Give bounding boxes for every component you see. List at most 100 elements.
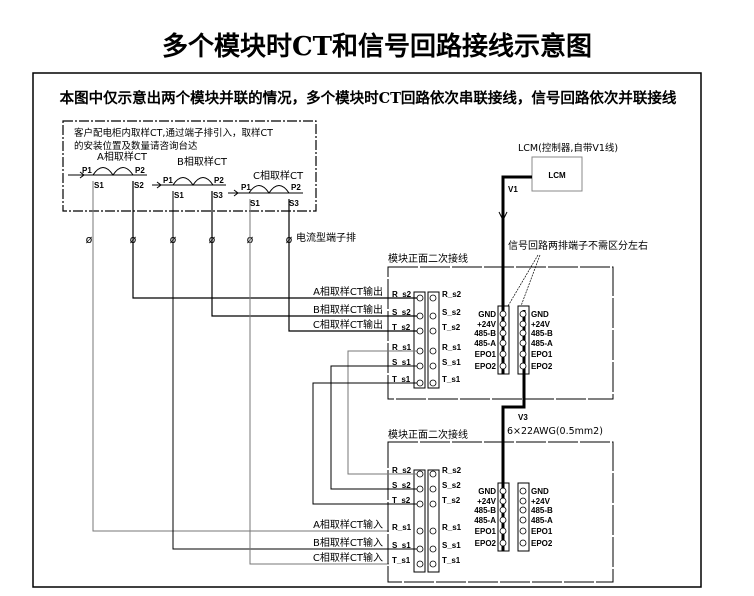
ct-terminal-label-left: R_s1 <box>392 523 412 532</box>
terminal-block-label: 电流型端子排 <box>296 231 356 244</box>
signal-terminal-label-right: EPO1 <box>531 527 553 536</box>
terminal-screw-icon <box>499 350 507 358</box>
signal-terminal-label-left: EPO2 <box>475 362 497 371</box>
ct-terminal-label-left: R_s1 <box>392 343 412 352</box>
ct-a-p2: P2 <box>135 166 145 175</box>
terminal-screw-icon <box>429 347 437 355</box>
ct-a-p1: P1 <box>82 166 92 175</box>
terminal-screw-icon <box>499 539 507 547</box>
module2-ct-label-a: A相取样CT输入 <box>313 518 383 531</box>
current-terminal-block: ø ø ø ø ø ø 电流型端子排 <box>86 231 356 246</box>
module2-ct-label-c: C相取样CT输入 <box>313 551 383 564</box>
signal-terminal-label-left: 485-A <box>474 339 496 348</box>
terminal-screw-icon <box>416 527 424 535</box>
terminal-screw-icon <box>416 470 424 478</box>
terminal-screw-icon <box>429 362 437 370</box>
terminal-screw-icon <box>519 516 527 524</box>
terminal-screw-icon <box>499 487 507 495</box>
signal-terminal-label-right: EPO2 <box>531 362 553 371</box>
ct-terminal-label-left: T_s2 <box>392 323 411 332</box>
ct-terminal-label-right: R_s1 <box>442 523 462 532</box>
terminal-screw-icon <box>499 320 507 328</box>
ct-terminal-label-right: S_s1 <box>442 541 461 550</box>
ct-terminal-label-right: R_s2 <box>442 466 462 475</box>
terminal-screw-icon <box>416 379 424 387</box>
arrow-icon <box>79 171 85 179</box>
terminal-screw-icon <box>429 500 437 508</box>
terminal-screw-icon <box>499 329 507 337</box>
customer-cabinet-box <box>62 120 317 212</box>
ct-b: B相取样CT P1 P2 S1 S3 <box>152 155 228 200</box>
ct-terminal-label-left: T_s1 <box>392 556 411 565</box>
ct-terminal-label-left: S_s1 <box>392 358 411 367</box>
ct-terminal-label-right: R_s2 <box>442 290 462 299</box>
terminal-screw-icon <box>416 362 424 370</box>
signal-terminal-label-left: EPO2 <box>475 539 497 548</box>
terminal-screw-icon <box>416 485 424 493</box>
terminal-screw-icon <box>429 379 437 387</box>
signal-terminal-label-left: 485-A <box>474 516 496 525</box>
terminal-screw-icon <box>499 310 507 318</box>
ct-c-p2: P2 <box>291 183 301 192</box>
ct-c-s1: S1 <box>250 199 260 208</box>
module1-ct-label-a: A相取样CT输出 <box>313 285 383 298</box>
signal-terminal-label-right: +24V <box>531 497 551 506</box>
terminal-screw-icon <box>499 527 507 535</box>
cabinet-note-line1: 客户配电柜内取样CT,通过端子排引入，取样CT <box>74 127 273 139</box>
lcm-controller: LCM(控制器,自带V1线) LCM V1 <box>508 142 618 194</box>
ct-a-label: A相取样CT <box>97 150 148 163</box>
ct-b-s1: S1 <box>174 191 184 200</box>
v3-label: V3 <box>518 413 528 422</box>
signal-terminal-label-right: GND <box>531 487 549 496</box>
terminal-screw-icon <box>416 545 424 553</box>
ct-coil <box>248 185 290 194</box>
ct-terminal-label-right: S_s1 <box>442 358 461 367</box>
ct-c: C相取样CT P1 P2 S1 S3 <box>228 169 304 208</box>
outer-frame <box>32 72 702 588</box>
terminal-screw-icon <box>429 527 437 535</box>
ct-terminal-label-left: R_s2 <box>392 290 412 299</box>
signal-terminal-label-left: 485-B <box>474 329 496 338</box>
ct-terminal-label-left: S_s1 <box>392 541 411 550</box>
ct-terminal-label-left: T_s2 <box>392 496 411 505</box>
ct-a: A相取样CT P1 P2 S1 S2 <box>68 150 148 190</box>
terminal-screw-icon <box>499 506 507 514</box>
terminal-screw-icon <box>519 539 527 547</box>
terminal-screw-icon <box>519 320 527 328</box>
signal-note: 信号回路两排端子不需区分左右 <box>508 239 648 252</box>
terminal-screw-icon <box>519 487 527 495</box>
terminal-screw-icon <box>499 362 507 370</box>
terminal-screw-icon <box>429 545 437 553</box>
subtitle: 本图中仅示意出两个模块并联的情况，多个模块时CT回路依次串联接线，信号回路依次并… <box>60 89 677 107</box>
signal-terminal-label-left: EPO1 <box>475 527 497 536</box>
terminal-screw-icon <box>519 362 527 370</box>
signal-terminal-label-right: +24V <box>531 320 551 329</box>
signal-terminal-label-right: 485-A <box>531 516 553 525</box>
page-title: 多个模块时CT和信号回路接线示意图 <box>162 31 592 62</box>
terminal-screw-icon <box>499 516 507 524</box>
ct-c-s2: S3 <box>289 199 299 208</box>
ct-terminal-label-right: T_s1 <box>442 375 461 384</box>
v1-label: V1 <box>508 185 518 194</box>
terminal-screw-icon <box>429 470 437 478</box>
ct-terminal-label-right: T_s2 <box>442 323 461 332</box>
ct-coil <box>172 177 214 186</box>
signal-terminal-label-right: GND <box>531 310 549 319</box>
ct-a-s1: S1 <box>94 181 104 190</box>
signal-terminal-label-left: +24V <box>477 497 497 506</box>
signal-terminal-label-right: 485-B <box>531 329 553 338</box>
lcm-box-label: LCM <box>548 171 566 180</box>
arrow-down-icon <box>498 211 508 222</box>
signal-terminal-label-left: +24V <box>477 320 497 329</box>
module1-ct-label-b: B相取样CT输出 <box>313 303 383 316</box>
ct-terminal-label-right: S_s2 <box>442 308 461 317</box>
signal-terminal-label-right: EPO1 <box>531 350 553 359</box>
signal-terminal-label-left: EPO1 <box>475 350 497 359</box>
terminal-screw-icon <box>519 329 527 337</box>
terminal-screw-icon <box>416 312 424 320</box>
module2-title: 模块正面二次接线 <box>388 428 468 441</box>
terminal-screw-icon <box>429 485 437 493</box>
terminal-screw-icon <box>429 294 437 302</box>
signal-terminal-label-right: 485-A <box>531 339 553 348</box>
